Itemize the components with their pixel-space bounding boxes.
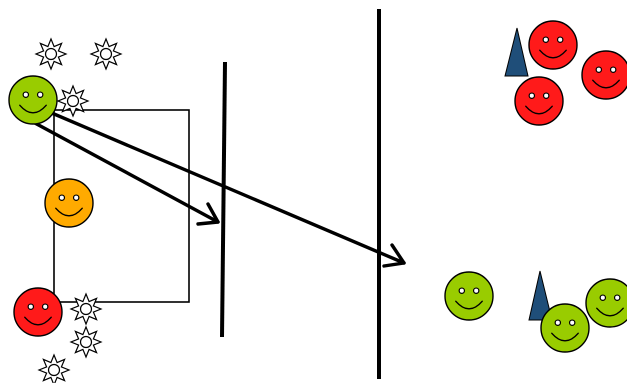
arrow-to-near-line [31,120,220,226]
green-smiley-right-bottom-edge [585,278,627,328]
arrow-to-far-line [38,106,406,268]
orange-smiley-left-middle [44,178,94,228]
sun-burst-icon [56,84,90,118]
red-smiley-right-lower [514,76,564,126]
burst-group [34,37,123,387]
sun-burst-icon [34,37,68,71]
sun-burst-icon [89,37,123,71]
green-smiley-left-top [8,75,58,125]
sun-burst-icon [37,353,71,387]
red-smiley-left-bottom [13,287,63,337]
divider-line-near [220,61,227,338]
sun-burst-icon [69,325,103,359]
sun-burst-icon [69,292,103,326]
blue-cone-top [504,27,529,77]
smiley-group [8,20,627,353]
red-smiley-right-top [528,20,578,70]
green-smiley-right-bottom-center [540,303,590,353]
red-smiley-right-far [581,50,627,100]
blue-cone-bottom [528,270,553,321]
green-smiley-right-bottom [444,271,494,321]
